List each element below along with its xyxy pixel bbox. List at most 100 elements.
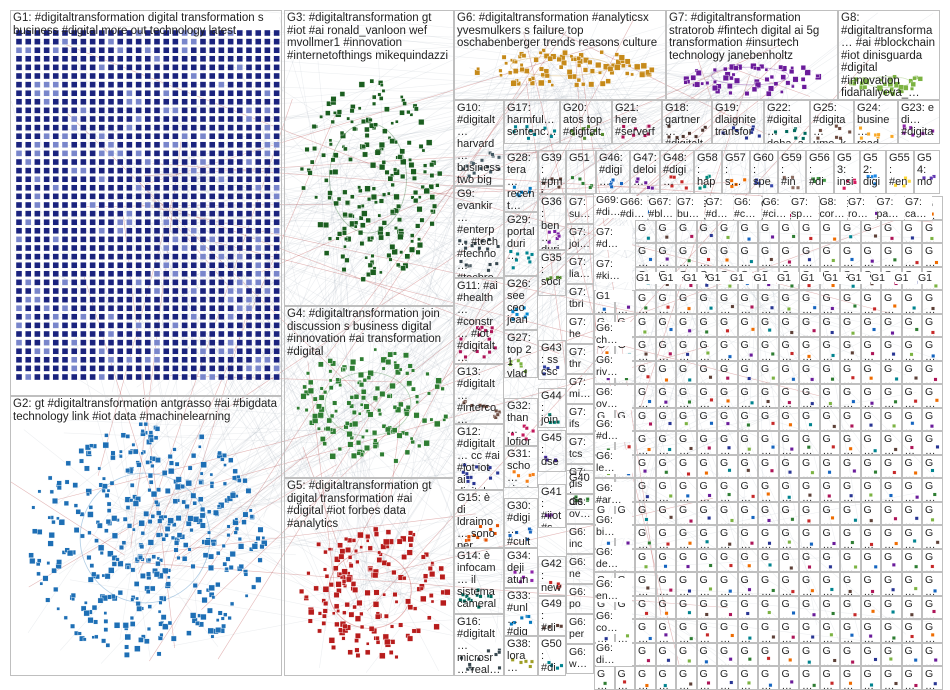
- group-box-g57: G57: s…: [722, 150, 750, 194]
- group-label: G32: than… lofior…: [507, 400, 531, 446]
- small-group-box: G…: [922, 454, 943, 478]
- small-group-box: G…: [819, 290, 840, 314]
- small-group-label: G…: [863, 503, 875, 525]
- side-group-box: G6: ne…: [566, 554, 594, 584]
- small-group-label: G…: [720, 362, 731, 384]
- small-group-box: G…: [840, 525, 861, 549]
- edge: [125, 103, 507, 514]
- small-group-label: G…: [638, 386, 649, 408]
- small-group-label: G…: [884, 456, 895, 478]
- g1-node: [236, 38, 244, 45]
- group-label: G54: mo…: [917, 152, 933, 194]
- small-group-label: G…: [658, 409, 670, 431]
- small-group-box: G…: [901, 501, 922, 525]
- edge: [151, 180, 873, 316]
- small-group-box: G…: [799, 525, 820, 549]
- small-group-label: G…: [781, 339, 793, 361]
- small-group-label: G…: [720, 480, 731, 502]
- row-group-label: G7: #d…: [705, 196, 733, 220]
- small-group-label: G…: [679, 456, 690, 478]
- edge: [272, 209, 386, 370]
- edge: [360, 104, 834, 405]
- small-group-label: G…: [925, 503, 936, 525]
- edge: [444, 56, 573, 512]
- small-group-box: G…: [635, 384, 656, 408]
- small-group-box: G…: [676, 243, 697, 267]
- edge: [375, 21, 398, 368]
- small-group-box: G…: [922, 407, 943, 431]
- side-group-label: G7: mi…: [569, 376, 591, 400]
- g1-node: [98, 38, 106, 45]
- edge: [272, 281, 375, 386]
- small-group-label: G…: [781, 386, 793, 408]
- g1-node: [25, 64, 32, 71]
- small-group-box: G…: [901, 431, 922, 455]
- edge: [228, 206, 394, 582]
- edge: [594, 49, 736, 95]
- edge: [357, 182, 731, 197]
- g1-node: [15, 72, 23, 80]
- g1-node: [135, 55, 142, 62]
- small-group-label: G…: [658, 362, 670, 384]
- row-group-label: G1: [918, 272, 940, 284]
- small-group-label: G…: [843, 292, 854, 314]
- small-group-box: G…: [840, 619, 861, 643]
- side-group-label: G6: inc…: [569, 526, 586, 553]
- small-group-box: G…: [881, 595, 902, 619]
- g1-node: [89, 64, 96, 71]
- group-label: G8: #digitaltransforma… #ai #blockchain …: [841, 12, 935, 99]
- edge: [242, 53, 745, 371]
- group-box-g1: G1: #digitaltransformation digital trans…: [10, 10, 282, 396]
- g1-node: [126, 64, 133, 71]
- side-group-label: G7: #d…: [596, 226, 632, 250]
- row-group-label: G1: [636, 272, 658, 284]
- edge: [105, 540, 296, 556]
- small-group-box: G…: [655, 407, 676, 431]
- small-group-label: G…: [740, 456, 752, 478]
- edge: [202, 95, 340, 443]
- small-group-box: G…: [840, 666, 861, 690]
- edge: [551, 109, 725, 239]
- group-box-g60: G60: spe…: [750, 150, 778, 194]
- g1-node: [52, 55, 59, 62]
- g1-node: [227, 47, 234, 54]
- g1-node: [273, 38, 280, 45]
- side-group-box: G7: lia…: [566, 254, 594, 284]
- side-group-box: G7: mi…: [566, 374, 594, 404]
- edge: [353, 496, 747, 629]
- small-group-label: G…: [925, 245, 936, 267]
- edge: [133, 198, 355, 604]
- small-group-label: G…: [822, 245, 834, 267]
- g1-node: [227, 55, 234, 62]
- small-group-label: G…: [884, 503, 895, 525]
- small-group-box: G…: [819, 337, 840, 361]
- edge: [213, 39, 573, 481]
- g1-node: [172, 64, 179, 71]
- small-group-label: G…: [761, 362, 772, 384]
- side-group-label: G6: de…: [596, 546, 632, 570]
- small-group-label: G…: [699, 409, 711, 431]
- edge: [153, 86, 730, 419]
- g1-node: [43, 47, 50, 54]
- side-group-box: G7: tbri…: [566, 284, 594, 314]
- g1-node: [89, 72, 96, 80]
- row-group-label: G6: #ci…: [762, 196, 790, 220]
- edge: [195, 35, 720, 78]
- edge: [112, 177, 680, 575]
- small-group-box: G…: [676, 219, 697, 243]
- row-group-label: G1: [706, 272, 729, 284]
- small-group-box: G…: [655, 548, 676, 572]
- small-group-label: G…: [802, 550, 813, 572]
- g1-node: [227, 29, 234, 37]
- edge: [525, 80, 567, 376]
- small-group-label: G…: [679, 550, 690, 572]
- small-group-box: G…: [676, 619, 697, 643]
- small-group-label: G…: [638, 550, 649, 572]
- small-group-box: G…: [860, 666, 881, 690]
- side-group-label: G7: dis…: [569, 466, 586, 493]
- edge: [378, 158, 397, 387]
- small-group-box: G…: [922, 337, 943, 361]
- g1-node: [153, 29, 161, 37]
- small-group-box: G…: [922, 313, 943, 337]
- small-group-box: G…: [758, 243, 779, 267]
